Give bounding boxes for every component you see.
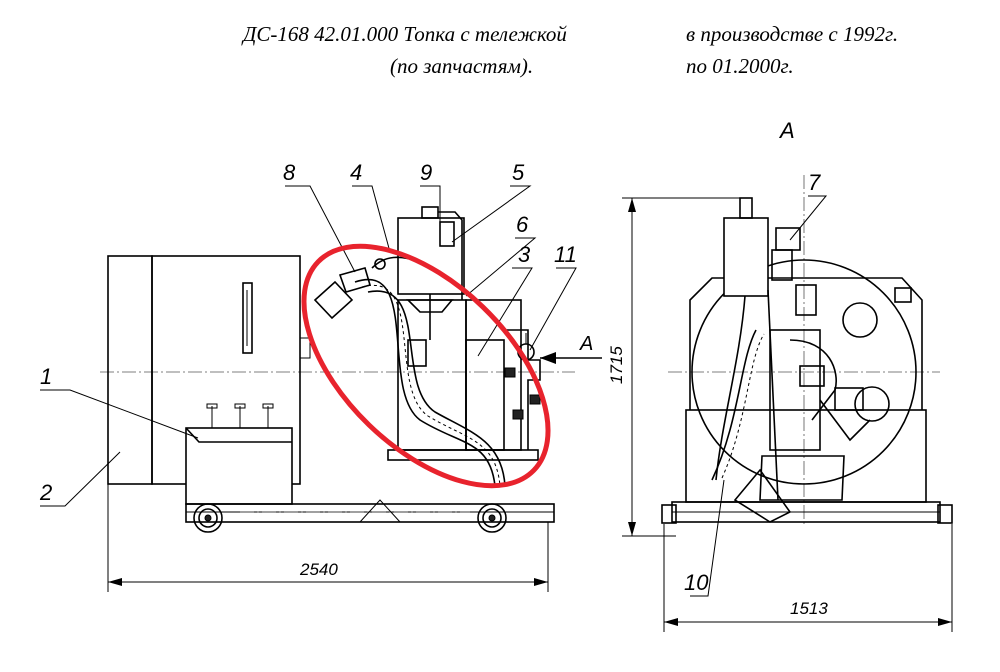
title-line-1: ДС-168 42.01.000 Топка с тележкой	[243, 22, 567, 46]
dimension-height	[622, 197, 742, 537]
trolley	[185, 499, 555, 533]
view-arrow-a	[540, 352, 602, 364]
dimension-width-value: 1513	[790, 599, 828, 618]
dimension-width	[663, 524, 953, 632]
hopper-box	[185, 403, 293, 505]
control-cabinet	[397, 206, 465, 367]
callout-9: 9	[420, 160, 432, 185]
callout-8: 8	[283, 160, 296, 185]
front-burner	[711, 329, 871, 481]
front-base	[661, 455, 953, 524]
arrow-label-a: А	[579, 333, 593, 355]
side-view: А 2540 1 2 3 4 5 6 8 9 1	[39, 160, 602, 592]
callout-7: 7	[808, 170, 821, 195]
front-view: А	[607, 118, 953, 632]
title-line-2: (по запчастям).	[390, 54, 534, 78]
production-line-2: по 01.2000г.	[686, 54, 794, 78]
callout-10: 10	[684, 570, 709, 595]
callout-2: 2	[39, 480, 52, 505]
callout-3: 3	[518, 242, 531, 267]
callout-5: 5	[512, 160, 525, 185]
production-line-1: в производстве с 1992г.	[686, 22, 899, 46]
highlight-ellipse	[301, 243, 551, 489]
drum-housing	[107, 255, 311, 485]
callout-11: 11	[554, 242, 577, 267]
burner-hose	[313, 256, 506, 487]
dimension-length	[107, 484, 549, 592]
furnace-body	[387, 299, 541, 461]
callout-1: 1	[40, 364, 52, 389]
dimension-height-value: 1715	[607, 346, 626, 384]
front-housing	[685, 259, 927, 503]
callout-4: 4	[350, 160, 362, 185]
view-label-a: А	[778, 118, 795, 143]
front-cabinet	[715, 197, 817, 501]
leader-lines	[40, 185, 577, 507]
dimension-length-value: 2540	[299, 560, 338, 579]
callout-6: 6	[516, 212, 529, 237]
